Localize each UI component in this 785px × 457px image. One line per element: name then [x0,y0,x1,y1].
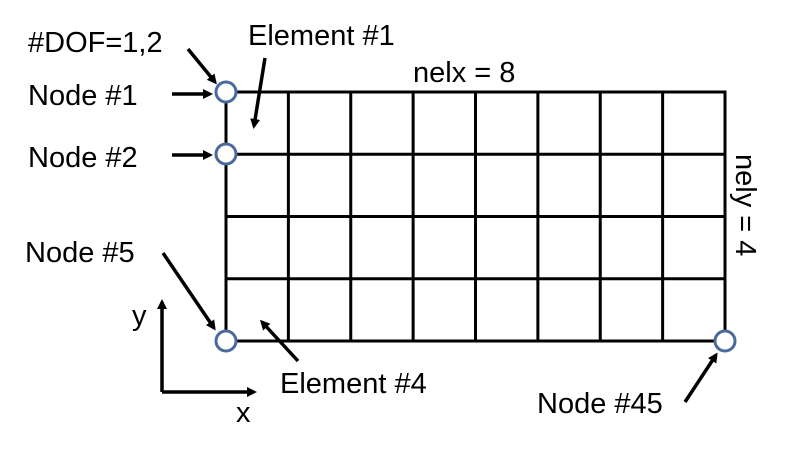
node-5-label: Node #5 [25,237,135,269]
node-45-arrow [683,352,718,403]
element-1-arrow [250,57,267,129]
dof-arrow [186,47,217,85]
node-1-marker [214,80,238,104]
element-4-label: Element #4 [280,368,427,400]
nelx-label: nelx = 8 [413,57,515,89]
mesh-grid [224,90,727,343]
element-4-arrow [259,319,300,363]
nely-label: nely = 4 [729,154,761,256]
node-5-arrow [161,252,216,331]
element-1-label: Element #1 [248,20,395,52]
x-axis-label: x [236,397,251,429]
dof-label: #DOF=1,2 [28,27,163,59]
node-45-label: Node #45 [537,388,663,420]
y-axis-label: y [132,300,147,332]
node-2-label: Node #2 [28,142,138,174]
node-5-marker [214,329,238,353]
node-45-marker [713,329,737,353]
node-1-label: Node #1 [28,80,138,112]
node-2-marker [214,142,238,166]
